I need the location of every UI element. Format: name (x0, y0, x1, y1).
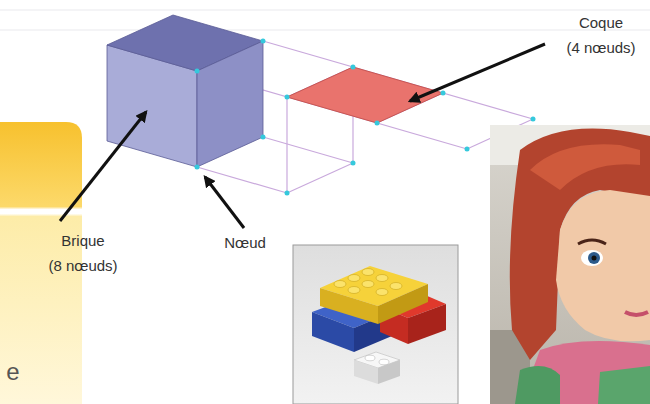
lego-photo (293, 245, 458, 404)
brick-element (107, 15, 263, 167)
shell-element (287, 67, 443, 123)
wrap-spacer (111, 228, 122, 253)
wrap-spacer (629, 10, 640, 35)
wrap-spacer (562, 10, 573, 35)
shell-label: Coque (4 nœuds) (562, 10, 640, 60)
leader-arrows (60, 44, 545, 228)
panel-text: e (3, 356, 23, 387)
lego-figure-photo (490, 125, 650, 404)
brick-label: Brique (8 nœuds) (44, 228, 122, 278)
node-label: Nœud (214, 230, 276, 255)
background-pattern (0, 10, 650, 30)
mesh-wireframe (197, 41, 533, 193)
wrap-spacer (44, 228, 55, 253)
mesh-nodes (195, 39, 536, 196)
